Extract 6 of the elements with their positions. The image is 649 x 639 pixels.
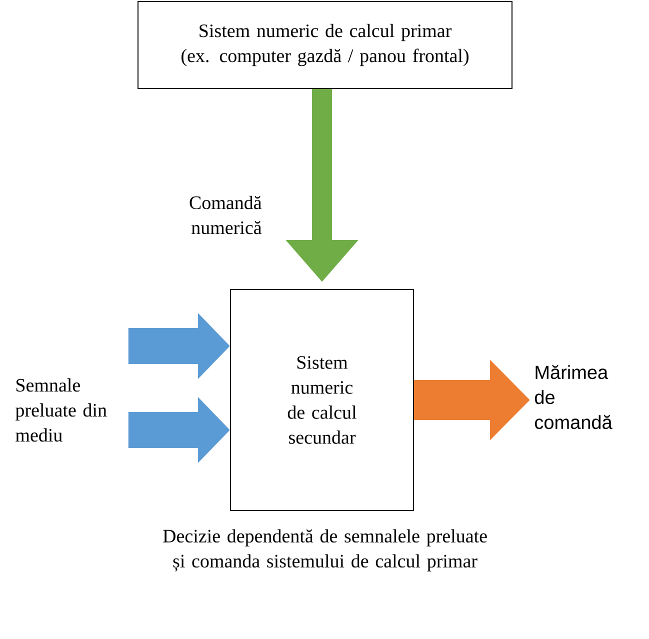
input-label: Semnale preluate din mediu xyxy=(16,378,107,442)
process-box: Sistem numeric de calcul secundar xyxy=(230,288,414,511)
process-box: Sistem numeric de calcul primar (ex. computer gazdă / panou frontal) xyxy=(138,1,512,89)
caption-text: Decizie dependentă de semnalele preluate și comanda sistemului de calcul primar xyxy=(163,529,487,572)
edge-label: Comandă numerică xyxy=(190,196,262,234)
output-label: Mărimea de comandă xyxy=(535,364,612,430)
